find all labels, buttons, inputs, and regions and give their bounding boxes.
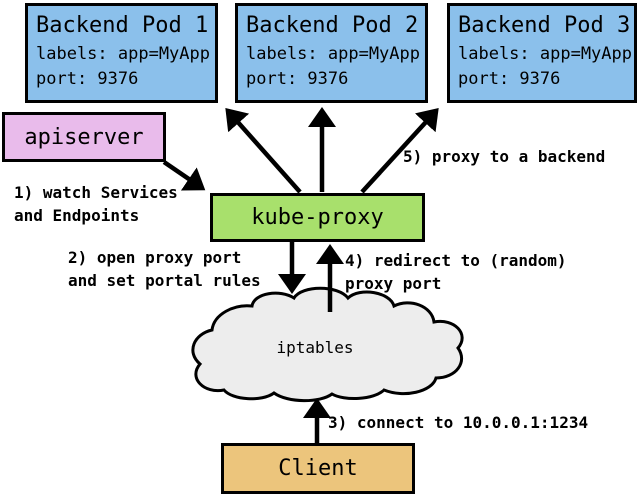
annotation-step1-line1: 1) watch Services [14,183,178,202]
arrow-kube-proxy-to-pod-1 [225,108,302,194]
annotation-step3: 3) connect to 10.0.0.1:1234 [328,411,588,434]
backend-pod-2-port: port: 9376 [246,69,349,89]
annotation-step1-line2: and Endpoints [14,206,140,225]
backend-pod-2-title: Backend Pod 2 [246,13,419,38]
backend-pod-1-labels: labels: app=MyApp [36,44,210,64]
backend-pod-2-box: Backend Pod 2 labels: app=MyApp port: 93… [235,3,428,103]
backend-pod-3-box: Backend Pod 3 labels: app=MyApp port: 93… [447,3,637,103]
annotation-step4: 4) redirect to (random) proxy port [345,249,567,295]
iptables-label: iptables [276,338,354,357]
backend-pod-1-box: Backend Pod 1 labels: app=MyApp port: 93… [25,3,218,103]
annotation-step4-line2: proxy port [345,274,442,293]
annotation-step4-line1: 4) redirect to (random) [345,251,567,270]
annotation-step2-line2: and set portal rules [68,271,261,290]
annotation-step2-line1: 2) open proxy port [68,248,242,267]
backend-pod-1-title: Backend Pod 1 [36,13,209,38]
backend-pod-2-labels: labels: app=MyApp [246,44,420,64]
apiserver-label: apiserver [24,124,144,150]
annotation-step1: 1) watch Services and Endpoints [14,181,178,227]
annotation-step5: 5) proxy to a backend [403,145,605,168]
backend-pod-3-port: port: 9376 [458,69,561,89]
client-label: Client [278,456,358,481]
kube-proxy-label: kube-proxy [251,205,384,230]
backend-pod-3-title: Backend Pod 3 [458,13,631,38]
annotation-step3-line1: 3) connect to 10.0.0.1:1234 [328,413,589,432]
annotation-step2: 2) open proxy port and set portal rules [68,246,261,292]
annotation-step5-line1: 5) proxy to a backend [403,147,606,166]
apiserver-box: apiserver [2,112,166,162]
backend-pod-1-port: port: 9376 [36,69,139,89]
kube-proxy-box: kube-proxy [210,193,425,242]
backend-pod-3-labels: labels: app=MyApp [458,44,632,64]
client-box: Client [221,443,415,494]
